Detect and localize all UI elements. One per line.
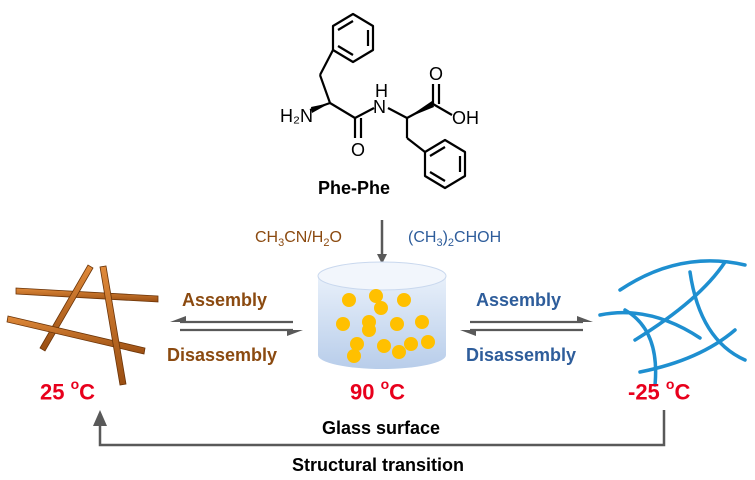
right-equilibrium-arrows xyxy=(460,316,593,336)
temperature-center: 90 oC xyxy=(350,376,406,405)
nanofiber-network xyxy=(598,259,747,387)
benzene-ring-top xyxy=(331,12,375,64)
amide-n-label: N xyxy=(373,97,386,117)
left-equilibrium-arrows xyxy=(170,316,303,336)
molecule-name: Phe-Phe xyxy=(318,178,391,198)
left-assembly-label: Assembly xyxy=(182,290,268,310)
acid-oh-label: OH xyxy=(452,108,479,128)
nanoparticle xyxy=(392,345,406,359)
nanoparticle xyxy=(342,293,356,307)
nanoparticle xyxy=(421,335,435,349)
left-disassembly-label: Disassembly xyxy=(167,345,278,365)
nanoparticle-group xyxy=(336,289,435,363)
solvent-left: CH3CN/H2O xyxy=(255,229,342,250)
rod-1 xyxy=(15,287,159,303)
fiber-5 xyxy=(638,328,737,374)
nanoparticle xyxy=(350,337,364,351)
fiber-1 xyxy=(618,259,747,292)
nanoparticle xyxy=(415,315,429,329)
rod-3 xyxy=(6,315,146,355)
fiber-6 xyxy=(598,310,702,340)
solvent-right: (CH3)2CHOH xyxy=(408,229,502,250)
structural-transition-label: Structural transition xyxy=(292,455,465,475)
wedge-bond-2 xyxy=(407,101,434,118)
nanoparticle xyxy=(390,317,404,331)
nanoparticle xyxy=(404,337,418,351)
fiber-3 xyxy=(633,260,727,342)
fiber-2 xyxy=(623,308,658,387)
nanoparticle xyxy=(336,317,350,331)
nanoparticle xyxy=(377,339,391,353)
crystal-rods xyxy=(6,264,159,386)
amine-label: H₂N xyxy=(280,106,313,126)
temperature-right: -25 oC xyxy=(628,376,691,405)
right-assembly-label: Assembly xyxy=(476,290,562,310)
phe-phe-structure xyxy=(309,12,467,190)
nanoparticle xyxy=(397,293,411,307)
nanoparticle xyxy=(362,323,376,337)
nanoparticle xyxy=(369,289,383,303)
nanoparticle xyxy=(347,349,361,363)
benzene-ring-bottom xyxy=(423,138,467,190)
temperature-left: 25 oC xyxy=(40,376,96,405)
amide-h-label: H xyxy=(375,81,388,101)
reaction-vessel xyxy=(317,261,447,369)
rod-4 xyxy=(99,265,127,386)
right-disassembly-label: Disassembly xyxy=(466,345,577,365)
wedge-bond-1 xyxy=(311,103,330,113)
carbonyl-o-label: O xyxy=(351,140,365,160)
glass-surface-label: Glass surface xyxy=(322,418,441,438)
structural-transition-arrow xyxy=(98,410,666,447)
nanoparticle xyxy=(374,301,388,315)
fiber-4 xyxy=(688,270,747,362)
transition-arrow-head xyxy=(93,410,107,426)
acid-o-label: O xyxy=(429,64,443,84)
